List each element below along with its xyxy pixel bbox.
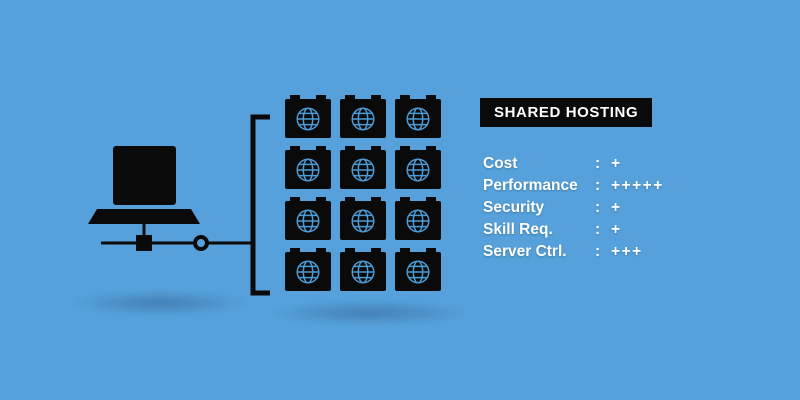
title-badge: SHARED HOSTING [480, 98, 653, 127]
attribute-value: +++++ [611, 177, 664, 194]
server-icon [285, 248, 331, 291]
attribute-separator: : [595, 155, 601, 172]
attribute-row: Cost : + [483, 153, 664, 175]
bracket-connector-icon [250, 114, 270, 296]
globe-icon [296, 259, 320, 284]
attribute-separator: : [595, 243, 601, 260]
server-icon [395, 95, 441, 138]
attribute-value: + [611, 199, 622, 216]
server-icon [395, 248, 441, 291]
attribute-label: Performance [483, 177, 578, 194]
globe-icon [351, 259, 375, 284]
server-icon [340, 146, 386, 189]
globe-icon [351, 157, 375, 182]
server-icon [395, 197, 441, 240]
network-switch-icon [136, 235, 152, 251]
globe-icon [406, 208, 430, 233]
laptop-shadow [70, 290, 250, 316]
laptop-icon [88, 146, 200, 224]
attribute-label: Skill Req. [483, 221, 553, 238]
globe-icon [351, 208, 375, 233]
globe-icon [406, 106, 430, 131]
server-grid [285, 95, 441, 291]
server-grid-shadow [268, 300, 473, 326]
laptop-screen [113, 146, 176, 205]
globe-icon [351, 106, 375, 131]
server-icon [340, 197, 386, 240]
globe-icon [296, 208, 320, 233]
attribute-row: Server Ctrl. : +++ [483, 241, 664, 263]
globe-icon [296, 106, 320, 131]
attribute-separator: : [595, 221, 601, 238]
server-icon [340, 248, 386, 291]
laptop-base [88, 209, 200, 224]
server-icon [285, 197, 331, 240]
attribute-label: Server Ctrl. [483, 243, 567, 260]
attributes-list: Cost : + Performance : +++++ Security : … [483, 153, 664, 263]
network-node-icon [193, 235, 209, 251]
page-title: SHARED HOSTING [494, 104, 639, 121]
attribute-value: +++ [611, 243, 643, 260]
attribute-row: Performance : +++++ [483, 175, 664, 197]
server-icon [285, 146, 331, 189]
attribute-separator: : [595, 199, 601, 216]
globe-icon [406, 259, 430, 284]
attribute-value: + [611, 155, 622, 172]
attribute-value: + [611, 221, 622, 238]
globe-icon [406, 157, 430, 182]
server-icon [285, 95, 331, 138]
attribute-separator: : [595, 177, 601, 194]
attribute-row: Security : + [483, 197, 664, 219]
attribute-label: Security [483, 199, 545, 216]
server-icon [340, 95, 386, 138]
attribute-label: Cost [483, 155, 518, 172]
attribute-row: Skill Req. : + [483, 219, 664, 241]
globe-icon [296, 157, 320, 182]
server-icon [395, 146, 441, 189]
